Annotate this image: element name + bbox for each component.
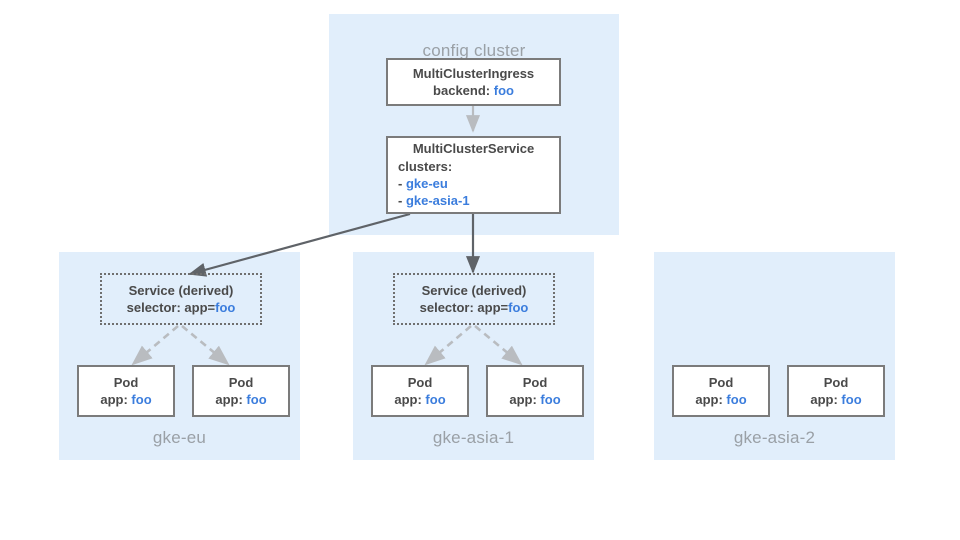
cluster-entry-bullet: -	[398, 176, 406, 191]
pod-label-key: app:	[509, 392, 541, 407]
pod-title: Pod	[522, 374, 548, 390]
pod-label: app: foo	[509, 391, 560, 408]
cluster-entry-gke-asia-1: - gke-asia-1	[388, 192, 470, 209]
service-title: Service (derived)	[128, 282, 234, 298]
cluster-entry-bullet: -	[398, 193, 406, 209]
selector-value: foo	[215, 300, 236, 315]
pod-title: Pod	[113, 374, 139, 390]
node-pod[interactable]: Pod app: foo	[787, 365, 885, 417]
pod-title: Pod	[823, 374, 849, 390]
node-multiclusteringress[interactable]: MultiClusterIngress backend: foo	[386, 58, 561, 106]
panel-title-config-cluster: config cluster	[422, 41, 526, 60]
pod-label: app: foo	[695, 391, 746, 408]
pod-label-value: foo	[841, 392, 862, 407]
backend-key: backend:	[433, 83, 494, 98]
pod-label: app: foo	[100, 391, 151, 408]
node-pod[interactable]: Pod app: foo	[486, 365, 584, 417]
pod-label-value: foo	[425, 392, 446, 407]
panel-cluster-gke-asia-2: gke-asia-2	[654, 252, 895, 460]
clusters-key: clusters:	[398, 158, 453, 174]
pod-title: Pod	[228, 374, 254, 390]
node-service-gke-asia-1[interactable]: Service (derived) selector: app=foo	[393, 273, 555, 325]
service-selector: selector: app=foo	[127, 299, 236, 316]
pod-label: app: foo	[394, 391, 445, 408]
pod-label-value: foo	[246, 392, 267, 407]
pod-label-key: app:	[100, 392, 132, 407]
node-pod[interactable]: Pod app: foo	[672, 365, 770, 417]
service-title: Service (derived)	[421, 282, 527, 298]
pod-label-key: app:	[394, 392, 426, 407]
selector-value: foo	[508, 300, 529, 315]
service-selector: selector: app=foo	[420, 299, 529, 316]
pod-title: Pod	[708, 374, 734, 390]
node-service-gke-eu[interactable]: Service (derived) selector: app=foo	[100, 273, 262, 325]
pod-label-value: foo	[540, 392, 561, 407]
selector-key: selector: app=	[419, 300, 509, 315]
node-pod[interactable]: Pod app: foo	[371, 365, 469, 417]
panel-cluster-gke-eu: gke-eu	[59, 252, 300, 460]
cluster-entry-value: gke-asia-1	[405, 193, 470, 209]
cluster-entry-value: gke-eu	[405, 176, 448, 191]
node-pod[interactable]: Pod app: foo	[192, 365, 290, 417]
panel-title-gke-eu: gke-eu	[152, 428, 207, 447]
pod-title: Pod	[407, 374, 433, 390]
pod-label-key: app:	[215, 392, 247, 407]
panel-title-gke-asia-2: gke-asia-2	[733, 428, 816, 447]
panel-title-gke-asia-1: gke-asia-1	[432, 428, 515, 447]
node-multiclusterservice[interactable]: MultiClusterService clusters: - gke-eu -…	[386, 136, 561, 214]
pod-label-value: foo	[131, 392, 152, 407]
node-backend-line: backend: foo	[433, 82, 514, 99]
node-pod[interactable]: Pod app: foo	[77, 365, 175, 417]
pod-label-key: app:	[695, 392, 727, 407]
pod-label-value: foo	[726, 392, 747, 407]
cluster-entry-gke-eu: - gke-eu	[388, 175, 448, 192]
selector-key: selector: app=	[126, 300, 216, 315]
backend-value: foo	[493, 83, 514, 98]
pod-label: app: foo	[215, 391, 266, 408]
node-title: MultiClusterIngress	[412, 65, 535, 81]
pod-label: app: foo	[810, 391, 861, 408]
node-title: MultiClusterService	[412, 141, 535, 157]
pod-label-key: app:	[810, 392, 842, 407]
